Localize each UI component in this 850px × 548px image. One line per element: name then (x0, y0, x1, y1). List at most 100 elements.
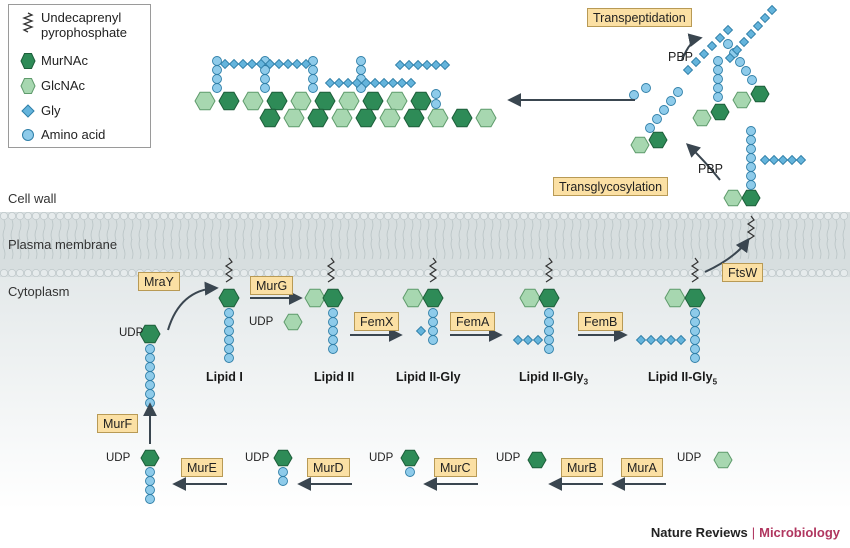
lipid-head-inner (456, 269, 464, 277)
lipid-tail-inner (250, 238, 254, 260)
legend-label-glcnac: GlcNAc (41, 78, 86, 93)
amino-acid (746, 144, 756, 154)
gly-icon (21, 104, 35, 118)
lipid-tail-inner (666, 238, 670, 260)
lipid-head-inner (408, 269, 416, 277)
lipid-head-outer (784, 212, 792, 220)
lipid-head-outer (264, 212, 272, 220)
glcnac-sugar (475, 108, 497, 128)
cytoplasm-background (0, 275, 850, 510)
glycine (369, 77, 381, 89)
lipid-tail-inner (170, 238, 174, 260)
lipid-tail-outer (402, 219, 406, 241)
lipid-tail-outer (770, 219, 774, 241)
lipid-tail-outer (58, 219, 62, 241)
lipid-head-outer (448, 212, 456, 220)
glcnac-sugar (386, 91, 408, 111)
lipid-tail-inner (762, 238, 766, 260)
lipid-head-outer (136, 212, 144, 220)
molecule-structures (139, 4, 807, 504)
credit-publisher: Nature Reviews (650, 525, 748, 540)
lipid-head-outer (176, 212, 184, 220)
amino-acid (145, 371, 155, 381)
lipid-ii-label: Lipid II (314, 370, 355, 384)
amino-acid (145, 494, 155, 504)
amino-acid (145, 353, 155, 363)
lipid-head-outer (688, 212, 696, 220)
amino-acid (690, 308, 700, 318)
lipid-head-inner (776, 269, 784, 277)
lipid-head-inner (64, 269, 72, 277)
lipid-tail-inner (242, 238, 246, 260)
lipid-tail-outer (474, 219, 478, 241)
lipid-tail-inner (386, 238, 390, 260)
undecaprenyl-anchor (544, 257, 554, 283)
lipid-tail-inner (90, 238, 94, 260)
lipid-head-inner (384, 269, 392, 277)
amino-acid (746, 180, 756, 190)
lipid-tail-inner (618, 238, 622, 260)
lipid-tail-inner (130, 238, 134, 260)
glycine (759, 154, 771, 166)
lipid-tail-outer (690, 219, 694, 241)
lipid-tail-inner (98, 238, 102, 260)
lipid-tail-outer (578, 219, 582, 241)
glycine (635, 334, 647, 346)
lipid-head-inner (672, 269, 680, 277)
lipid-tail-outer (210, 219, 214, 241)
lipid-tail-inner (514, 238, 518, 260)
legend-label-undecaprenyl-line2: pyrophosphate (41, 25, 128, 40)
glycine (682, 64, 694, 76)
lipid-head-outer (200, 212, 208, 220)
lipid-head-inner (32, 269, 40, 277)
amino-acid (145, 389, 155, 399)
murnac-sugar (538, 288, 560, 308)
glycine (228, 58, 240, 70)
amino-acid (690, 317, 700, 327)
credit-separator: | (751, 525, 756, 540)
undecaprenyl-anchor (326, 257, 336, 283)
lipid-head-outer (392, 212, 400, 220)
amino-acid (735, 57, 745, 67)
lipid-head-inner (240, 269, 248, 277)
lipid-tail-inner (482, 238, 486, 260)
enzyme-murg: MurG (250, 276, 294, 295)
lipid-head-outer (280, 212, 288, 220)
lipid-ii-gly-label: Lipid II-Gly (396, 370, 461, 384)
amino-acid (224, 344, 234, 354)
murnac-sugar (400, 449, 420, 467)
amino-acid (145, 380, 155, 390)
lipid-head-outer (440, 212, 448, 220)
lipid-head-inner (528, 269, 536, 277)
glycine (655, 334, 667, 346)
lipid-head-inner (392, 269, 400, 277)
amino-acid (308, 83, 318, 93)
lipid-tail-outer (714, 219, 718, 241)
lipid-tail-outer (42, 219, 46, 241)
amino-acid (428, 326, 438, 336)
glycine (714, 32, 726, 44)
lipid-tail-outer (178, 219, 182, 241)
lipid-head-inner (208, 269, 216, 277)
lipid-head-inner (656, 269, 664, 277)
lipid-head-outer (144, 212, 152, 220)
lipid-head-inner (808, 269, 816, 277)
lipid-tail-outer (618, 219, 622, 241)
lipid-tail-outer (250, 219, 254, 241)
lipid-tail-outer (538, 219, 542, 241)
lipid-tail-outer (18, 219, 22, 241)
glycine (342, 77, 354, 89)
amino-acid (428, 317, 438, 327)
lipid-tail-inner (602, 238, 606, 260)
lipid-head-outer (496, 212, 504, 220)
lipid-head-outer (96, 212, 104, 220)
lipid-tail-inner (314, 238, 318, 260)
amino-acid (405, 467, 415, 477)
lipid-head-outer (416, 212, 424, 220)
lipid-tail-outer (66, 219, 70, 241)
lipid-head-inner (112, 269, 120, 277)
murnac-sugar (527, 451, 547, 469)
murnac-sugar (410, 91, 432, 111)
lipid-head-outer (400, 212, 408, 220)
